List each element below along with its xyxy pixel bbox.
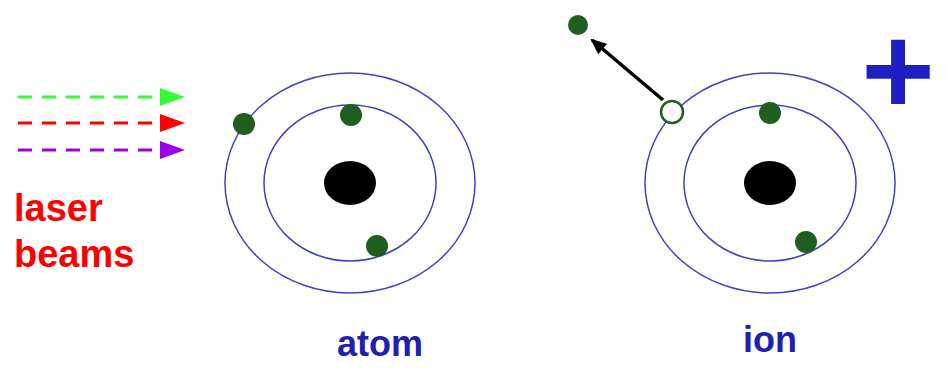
electron xyxy=(759,102,781,124)
inner-orbit xyxy=(684,105,856,261)
ion-figure xyxy=(568,15,895,293)
electron xyxy=(233,113,255,135)
outer-orbit xyxy=(225,73,475,293)
arrowhead xyxy=(160,114,185,132)
ejected-electron xyxy=(568,15,588,35)
nucleus xyxy=(744,161,796,205)
laser-label: laser beams xyxy=(14,186,204,277)
electron xyxy=(340,104,362,126)
arrowhead xyxy=(160,141,185,159)
electron xyxy=(795,231,817,253)
outer-orbit xyxy=(645,73,895,293)
laser-beam-red xyxy=(18,122,165,125)
arrowhead xyxy=(160,88,185,106)
laser-beams xyxy=(18,88,185,159)
nucleus xyxy=(324,161,376,205)
laser-beam-green xyxy=(18,96,165,99)
atom-figure xyxy=(225,73,475,293)
electron xyxy=(366,235,388,257)
laser-beam-purple xyxy=(18,149,165,152)
charge-sign: + xyxy=(856,8,940,134)
ejection-arrow xyxy=(592,40,663,100)
inner-orbit xyxy=(264,105,436,261)
ion-label: ion xyxy=(700,318,840,361)
atom-label: atom xyxy=(290,322,470,365)
electron-hole xyxy=(661,101,683,123)
